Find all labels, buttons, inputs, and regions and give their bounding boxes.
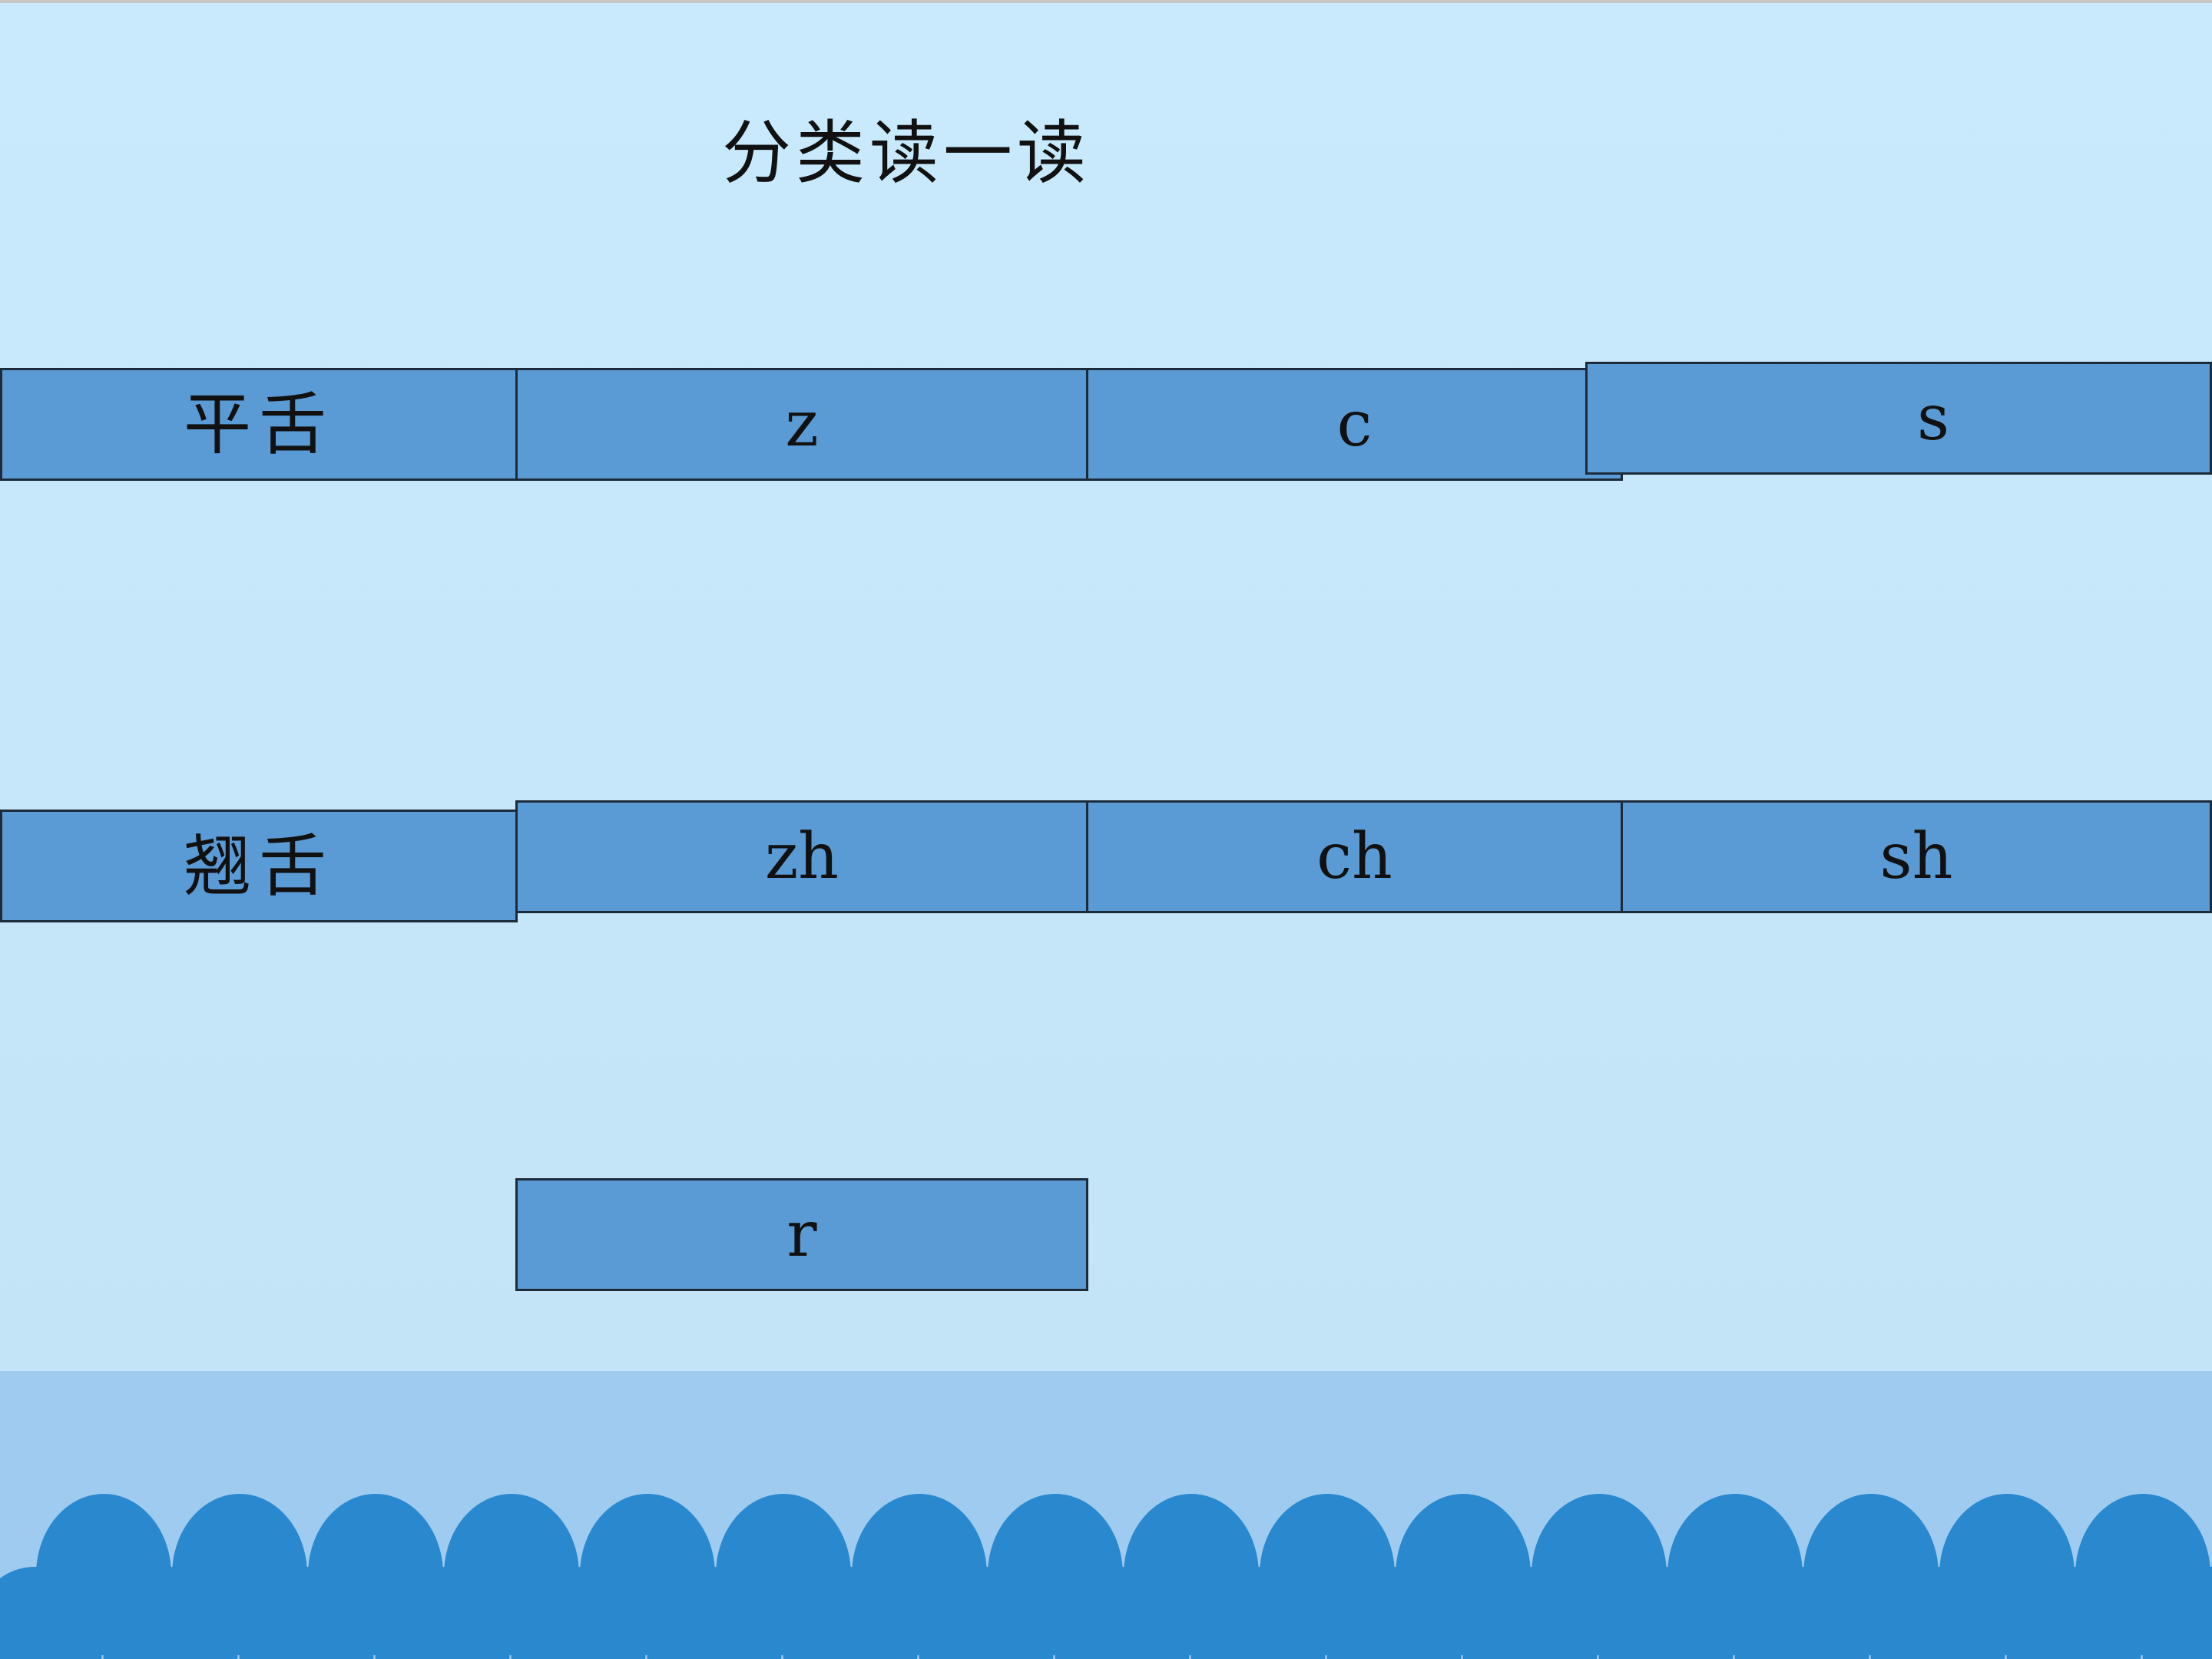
wave-scallop [919,1567,1054,1659]
wave-scallop [239,1567,374,1659]
pinyin-cell-c[interactable]: c [1086,368,1623,481]
wave-scallop [783,1567,918,1659]
wave-scallop [2006,1567,2141,1659]
pinyin-cell-z[interactable]: z [515,368,1088,481]
row-label-retroflex: 翘舌 [0,810,518,922]
pinyin-cell-sh[interactable]: sh [1621,800,2212,913]
wave-scallop [1598,1567,1734,1659]
wave-scallop [511,1567,646,1659]
pinyin-cell-zh[interactable]: zh [515,800,1088,913]
row-label-flat-tongue: 平舌 [0,368,518,481]
wave-scallop [0,1567,102,1659]
wave-pattern [0,1494,2212,1659]
wave-scallop [1462,1567,1598,1659]
pinyin-cell-r[interactable]: r [515,1178,1088,1291]
wave-scallop [1055,1567,1190,1659]
page-title: 分类读一读 [722,113,1091,194]
pinyin-cell-s[interactable]: s [1585,362,2212,475]
pinyin-cell-ch[interactable]: ch [1086,800,1623,913]
wave-scallop [1734,1567,1869,1659]
wave-scallop [1190,1567,1326,1659]
wave-scallop [2142,1567,2212,1659]
top-border [0,0,2212,3]
wave-scallop [1326,1567,1462,1659]
wave-scallop [375,1567,510,1659]
wave-scallop [1870,1567,2005,1659]
wave-scallop [103,1567,238,1659]
wave-scallop [647,1567,782,1659]
